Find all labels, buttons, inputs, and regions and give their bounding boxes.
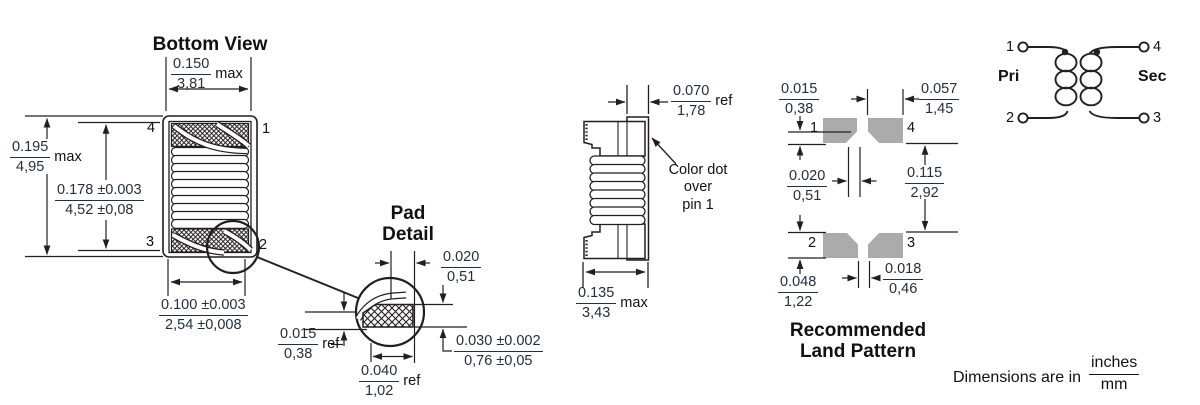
color-dot-arrow <box>651 137 677 165</box>
land-pad-3 <box>868 233 903 258</box>
color-dot-callout-line3: pin 1 <box>682 196 714 213</box>
bv-pin-label-1: 1 <box>262 121 271 137</box>
side-view-drawing <box>582 85 677 288</box>
polarity-dot-secondary <box>1093 48 1101 56</box>
color-dot-callout-line1: Color dot <box>668 162 728 178</box>
lp-pin-label-4: 4 <box>907 120 916 136</box>
pad-detail-title-line1: Pad <box>390 203 426 224</box>
schematic-pin1-terminal <box>1017 41 1029 53</box>
sch-pin-label-2: 2 <box>1006 110 1015 126</box>
schematic-pin3-terminal <box>1138 112 1150 124</box>
lp-pin-label-3: 3 <box>907 235 916 251</box>
lp-pin-label-2: 2 <box>808 235 817 251</box>
schematic-drawing <box>1017 41 1150 124</box>
bv-pin-label-4: 4 <box>147 120 156 136</box>
land-pattern-drawing <box>788 89 958 288</box>
bottom-view-title: Bottom View <box>152 34 268 55</box>
land-pattern-title-line1: Recommended <box>789 320 927 341</box>
lp-pin-label-1: 1 <box>810 120 819 136</box>
pad-detail-title: Pad Detail <box>368 203 448 246</box>
sch-pin-label-1: 1 <box>1006 39 1015 55</box>
units-note-text: Dimensions are in <box>953 369 1082 386</box>
pad-detail-drawing <box>305 251 467 363</box>
bv-pin-label-2: 2 <box>259 237 268 253</box>
polarity-dot-primary <box>1061 48 1069 56</box>
land-pad-4 <box>868 118 903 143</box>
pad-detail-title-line2: Detail <box>382 223 434 245</box>
land-pattern-title-line2: Land Pattern <box>799 340 917 362</box>
schematic-pin2-terminal <box>1017 112 1029 124</box>
land-pattern-title: Recommended Land Pattern <box>778 320 938 363</box>
schematic-pin4-terminal <box>1138 41 1150 53</box>
primary-winding-label: Pri <box>998 68 1020 85</box>
land-pad-1 <box>823 118 857 143</box>
color-dot-callout: Color dot over pin 1 <box>660 162 736 214</box>
bv-pin-label-3: 3 <box>146 234 155 250</box>
sch-pin-label-3: 3 <box>1153 110 1162 126</box>
color-dot-callout-line2: over <box>683 179 713 196</box>
secondary-winding-label: Sec <box>1138 68 1167 85</box>
land-pad-2 <box>823 233 858 258</box>
pad-shape <box>362 303 414 328</box>
detail-leader-line <box>256 256 359 299</box>
bottom-view-drawing <box>25 57 359 299</box>
sch-pin-label-4: 4 <box>1153 39 1162 55</box>
detail-callout-circle <box>205 219 261 275</box>
